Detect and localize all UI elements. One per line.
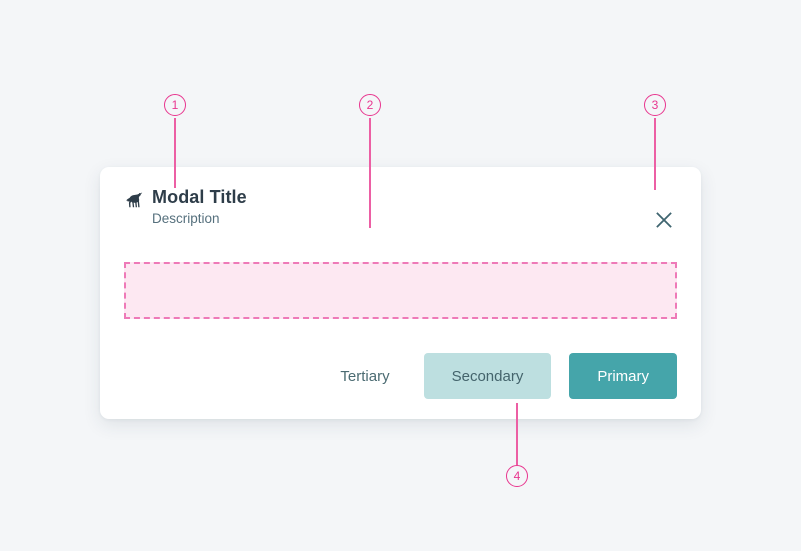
annotation-leader-line-1 [174,118,176,188]
secondary-button[interactable]: Secondary [423,353,552,399]
modal-header: Modal Title Description [124,186,677,240]
modal-description: Description [152,211,220,226]
annotation-marker-3: 3 [644,94,666,116]
modal-header-title-group: Modal Title Description [124,186,677,228]
primary-button[interactable]: Primary [569,353,677,399]
unicorn-icon [124,191,144,211]
annotation-marker-2: 2 [359,94,381,116]
modal-title: Modal Title [152,187,247,207]
annotation-leader-line-4 [516,403,518,465]
annotation-marker-4: 4 [506,465,528,487]
annotation-marker-1: 1 [164,94,186,116]
modal-footer: Tertiary Secondary Primary [324,353,677,399]
modal-title-block: Modal Title Description [152,186,247,228]
annotation-leader-line-3 [654,118,656,190]
annotation-leader-line-2 [369,118,371,228]
close-icon [654,210,674,230]
modal-close-button[interactable] [651,207,677,233]
tertiary-button[interactable]: Tertiary [324,353,405,399]
modal-dialog: Modal Title Description Tertiary Seconda… [100,167,701,419]
modal-body-content-slot [124,262,677,319]
